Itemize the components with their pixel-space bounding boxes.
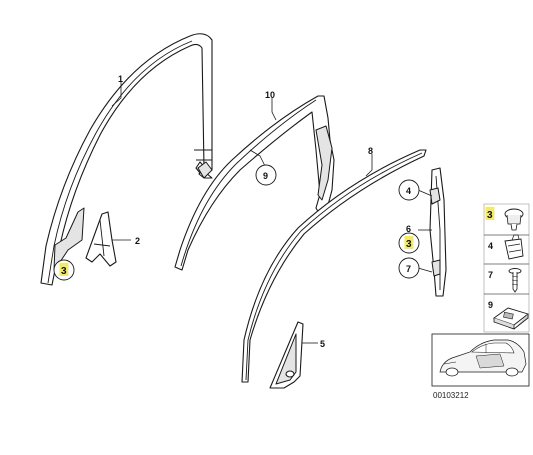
clip-holder-icon xyxy=(493,307,529,330)
callout-9-circle: 9 xyxy=(255,164,277,186)
callout-3b: 3 xyxy=(406,239,412,250)
legend-item-7: 7 xyxy=(488,270,493,280)
part-8-seal-strip xyxy=(241,149,427,383)
callout-10: 10 xyxy=(265,90,275,100)
screw-icon xyxy=(508,268,522,293)
legend-item-9: 9 xyxy=(488,300,493,310)
callout-4-circle: 4 xyxy=(398,179,420,201)
callout-5: 5 xyxy=(320,339,325,349)
part-5-triangle-trim xyxy=(269,321,304,389)
leader-lines xyxy=(111,82,433,344)
legend-item-3: 3 xyxy=(487,210,493,221)
callout-3b-circle: 3 xyxy=(398,232,420,254)
callout-7: 7 xyxy=(406,264,411,274)
callout-4: 4 xyxy=(406,186,411,196)
callout-8: 8 xyxy=(368,146,373,156)
callout-7-circle: 7 xyxy=(398,257,420,279)
callout-3a-circle: 3 xyxy=(53,259,75,281)
callout-9: 9 xyxy=(263,171,268,181)
callout-2: 2 xyxy=(135,236,140,246)
part-10-frame-moulding xyxy=(174,95,335,271)
document-number: 00103212 xyxy=(433,391,469,400)
car-thumbnail xyxy=(431,333,530,387)
push-clip-icon xyxy=(504,208,524,231)
callout-3a: 3 xyxy=(61,266,67,277)
legend-item-4: 4 xyxy=(488,241,493,251)
part-2-bracket xyxy=(85,211,117,267)
callout-6: 6 xyxy=(406,224,411,234)
spring-clip-icon xyxy=(504,234,524,260)
callout-1: 1 xyxy=(118,74,123,84)
small-parts-legend: 3 4 7 9 xyxy=(483,203,530,333)
part-6-pillar-trim xyxy=(429,167,447,297)
